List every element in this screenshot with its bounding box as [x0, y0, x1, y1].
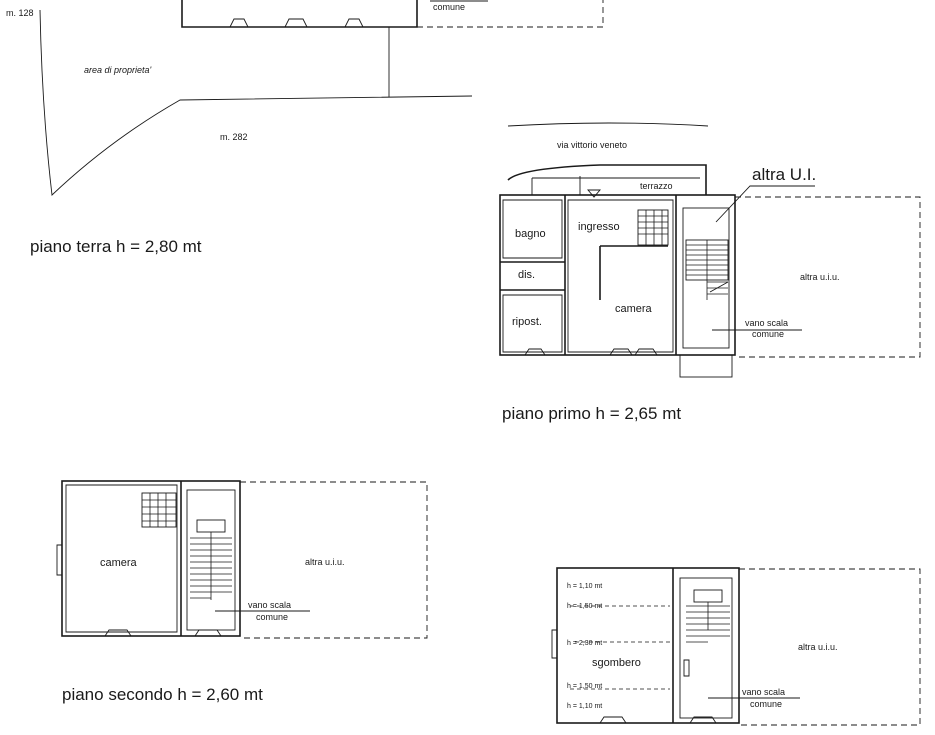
stairwell-steps [685, 239, 729, 300]
room-bagno: bagno [515, 228, 546, 240]
entrance-arrow-icon [587, 189, 601, 198]
second-inner-lines [65, 484, 178, 633]
property-boundary [39, 9, 473, 196]
attic-h3: h = 2,30 mt [567, 640, 602, 647]
caption-piano-primo: piano primo h = 2,65 mt [502, 404, 681, 423]
room-dis: dis. [518, 269, 535, 281]
attic-altra-uiu-label: altra u.i.u. [798, 642, 838, 652]
inner-wall-lines-2 [567, 199, 674, 353]
attic-h4: h = 1,50 mt [567, 683, 602, 690]
second-windows [104, 629, 222, 637]
room-ingresso: ingresso [578, 221, 620, 233]
second-floor-outline [61, 480, 241, 637]
altra-uiu-label-1: altra u.i.u. [800, 272, 840, 282]
callout-altra-ui: altra U.I. [752, 165, 816, 184]
second-stairwell-steps [190, 519, 232, 600]
attic-outline [556, 567, 740, 724]
callout-leader [715, 185, 815, 223]
attic-vano-scala-a: vano scala [742, 687, 785, 697]
ingresso-stair-icon [637, 209, 669, 246]
caption-piano-secondo: piano secondo h = 2,60 mt [62, 685, 263, 704]
attic-stairwell-steps [686, 589, 730, 643]
altra-uiu-boundary [735, 196, 921, 358]
terrace-inner [531, 176, 700, 195]
terrace-outline [507, 164, 707, 195]
top-building-windows [229, 18, 364, 28]
attic-windows [599, 716, 717, 724]
site-plan: m. 128 area di proprieta' m. 282 comune [6, 0, 604, 196]
attic-h5: h = 1,10 mt [567, 703, 602, 710]
second-altra-uiu-boundary [240, 481, 428, 639]
second-side-window [56, 544, 62, 576]
street-line [507, 122, 709, 127]
room-camera: camera [615, 303, 653, 315]
attic-plan: h = 1,10 mt h = 1,50 mt h = 2,30 mt h = … [551, 567, 921, 726]
attic-sgombero: sgombero [592, 657, 641, 669]
vano-scala-label-1b: comune [752, 329, 784, 339]
attic-stairwell [679, 577, 733, 719]
second-vano-scala-a: vano scala [248, 600, 291, 610]
second-floor-plan: camera altra u.i.u. vano scala comune [56, 480, 428, 639]
top-building-outline [181, 0, 418, 28]
top-dashed-boundary [417, 0, 604, 28]
attic-vano-scala-b: comune [750, 699, 782, 709]
label-m282: m. 282 [220, 132, 248, 142]
caption-piano-terra: piano terra h = 2,80 mt [30, 237, 202, 256]
first-floor-windows [524, 348, 658, 356]
label-m128: m. 128 [6, 8, 34, 18]
vano-scala-label-1a: vano scala [745, 318, 788, 328]
room-ripost: ripost. [512, 316, 542, 328]
attic-h2: h = 1,50 mt [567, 603, 602, 610]
attic-h1: h = 1,10 mt [567, 583, 602, 590]
attic-door-mark [683, 659, 690, 677]
terrace-label: terrazzo [640, 181, 673, 191]
attic-side-window [551, 629, 557, 659]
stairwell-outline [682, 207, 730, 349]
street-label: via vittorio veneto [557, 140, 627, 150]
bottom-projection [679, 354, 733, 378]
wall-camera [599, 245, 668, 300]
second-vano-scala-b: comune [256, 612, 288, 622]
inner-wall-lines [502, 199, 563, 353]
second-altra-uiu-label: altra u.i.u. [305, 557, 345, 567]
first-floor-plan: via vittorio veneto terrazzo altra U.I. [499, 122, 921, 378]
attic-altra-uiu-boundary [739, 568, 921, 726]
label-area-proprieta: area di proprieta' [84, 65, 152, 75]
second-small-stair-icon [141, 492, 177, 528]
second-room-camera: camera [100, 557, 138, 569]
label-comune-top: comune [433, 2, 465, 12]
first-floor-outline [499, 194, 736, 356]
